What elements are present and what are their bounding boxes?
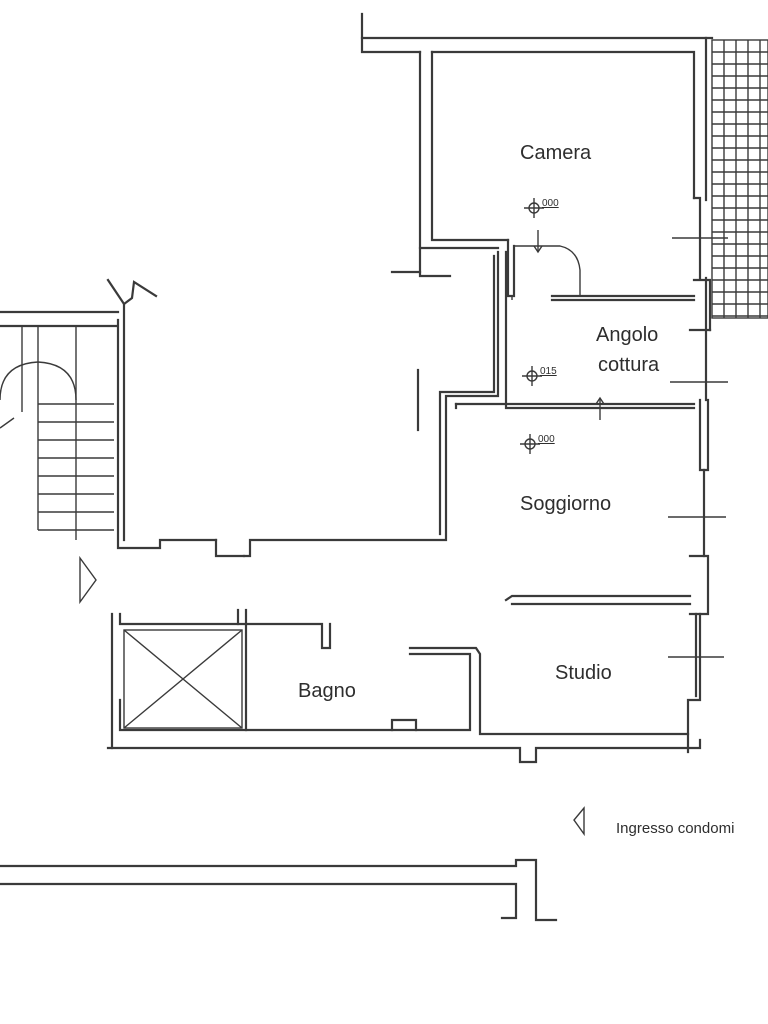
entrance-arrow-left (79, 555, 97, 605)
room-label-angolo-line1: Angolo (596, 324, 658, 346)
level-label-angolo: 015 (540, 366, 557, 377)
entrance-arrow-bottom (573, 806, 585, 837)
entrance-label: Ingresso condomi (616, 820, 734, 837)
building-outline (360, 12, 714, 250)
level-label-camera: 000 (542, 198, 559, 209)
room-label-camera: Camera (520, 142, 592, 164)
kitchen-living-walls (454, 250, 696, 420)
room-label-soggiorno: Soggiorno (520, 493, 611, 515)
bottom-walls (0, 858, 558, 922)
central-room-walls (106, 246, 500, 558)
bathroom-walls (110, 608, 472, 750)
studio-walls (106, 594, 702, 764)
level-marker-soggiorno: 000 (520, 434, 555, 454)
room-label-studio: Studio (555, 662, 612, 684)
level-marker-angolo: 015 (522, 366, 557, 386)
level-label-soggiorno: 000 (538, 434, 555, 445)
staircase (0, 310, 120, 540)
room-label-bagno: Bagno (298, 680, 356, 702)
level-marker-camera: 000 (524, 198, 559, 218)
balcony-tiles (711, 39, 768, 319)
right-exterior-wall (668, 196, 728, 754)
room-label-angolo-line2: cottura (598, 354, 660, 376)
camera-partitions (506, 230, 696, 302)
